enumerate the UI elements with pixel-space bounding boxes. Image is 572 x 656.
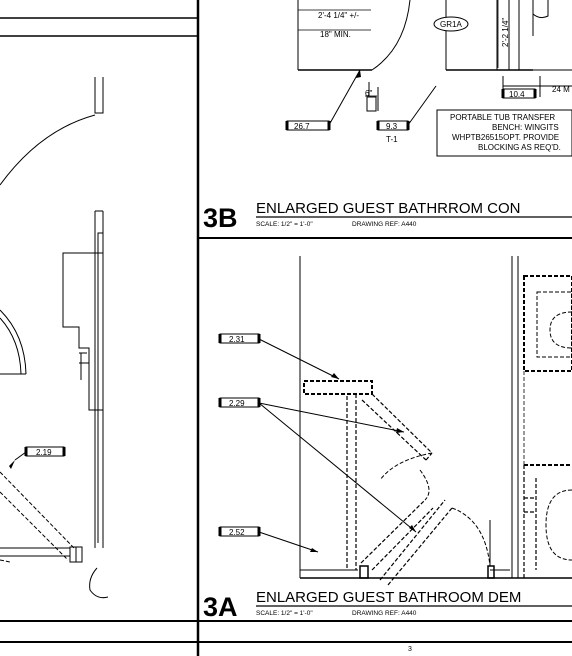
note-line-2: BENCH: WINGITS <box>492 123 559 132</box>
keynote-2-52-text: 2.52 <box>229 528 245 537</box>
title-3a-heading: ENLARGED GUEST BATHROOM DEM <box>256 589 521 606</box>
title-3b-number: 3B <box>203 203 238 233</box>
dim-width: 2'-4 1/4" +/- <box>318 11 359 20</box>
keynote-26-7-text: 26.7 <box>294 122 310 131</box>
lower-plan <box>299 256 572 579</box>
dim-min: 18" MIN. <box>320 30 351 39</box>
keynote-2-52: 2.52 <box>218 526 319 553</box>
dim-right: 24 M <box>552 85 570 94</box>
upper-keynotes: 26.7 9.3 T-1 10.4 <box>285 69 537 144</box>
title-3b-heading: ENLARGED GUEST BATHRROM CON <box>256 200 520 217</box>
keynote-10-4: 10.4 <box>501 88 537 99</box>
keynote-2-29-text: 2.29 <box>229 399 245 408</box>
title-block-3b: 3B ENLARGED GUEST BATHRROM CON SCALE: 1/… <box>203 200 572 233</box>
note-line-3: WHPTB26515OPT. PROVIDE <box>452 133 559 142</box>
title-3b-scale: SCALE: 1/2" = 1'-0" <box>256 221 313 228</box>
keynote-9-3-text: 9.3 <box>386 122 398 131</box>
left-plan <box>0 77 109 599</box>
title-3a-ref: DRAWING REF: A440 <box>352 610 417 617</box>
tag-t1: T-1 <box>386 135 398 144</box>
title-block-3a: 3A ENLARGED GUEST BATHROOM DEM SCALE: 1/… <box>203 589 572 622</box>
keynote-9-3: 9.3 T-1 <box>376 85 437 144</box>
title-3a-number: 3A <box>203 592 238 622</box>
title-3b-ref: DRAWING REF: A440 <box>352 221 417 228</box>
note-line-1: PORTABLE TUB TRANSFER <box>450 113 555 122</box>
keynote-10-4-text: 10.4 <box>509 90 525 99</box>
left-keynote-group: 2.19 <box>9 446 66 469</box>
lower-dashed-elements <box>303 275 572 586</box>
keynote-2-31: 2.31 <box>218 333 340 380</box>
tub-bench-note: PORTABLE TUB TRANSFER BENCH: WINGITS WHP… <box>436 109 572 157</box>
keynote-2-31-text: 2.31 <box>229 335 245 344</box>
keynote-2-19: 2.19 <box>36 448 52 457</box>
sheet-footer-number: 3 <box>408 646 412 653</box>
lower-keynotes: 2.31 2.29 2.52 <box>218 333 417 553</box>
title-3a-scale: SCALE: 1/2" = 1'-0" <box>256 610 313 617</box>
left-dashed-partition <box>0 471 75 563</box>
room-tag-bubble <box>433 16 469 32</box>
room-tag-gr1a: GR1A <box>440 20 462 29</box>
note-line-4: BLOCKING AS REQ'D. <box>478 143 561 152</box>
upper-dimensions: 2'-4 1/4" +/- 18" MIN. 2'-2 1/4" 6" GR1A… <box>298 0 570 98</box>
keynote-2-29: 2.29 <box>218 397 417 533</box>
keynote-26-7: 26.7 <box>285 69 361 131</box>
dim-vertical: 2'-2 1/4" <box>501 18 510 47</box>
dim-offset: 6" <box>365 89 372 98</box>
